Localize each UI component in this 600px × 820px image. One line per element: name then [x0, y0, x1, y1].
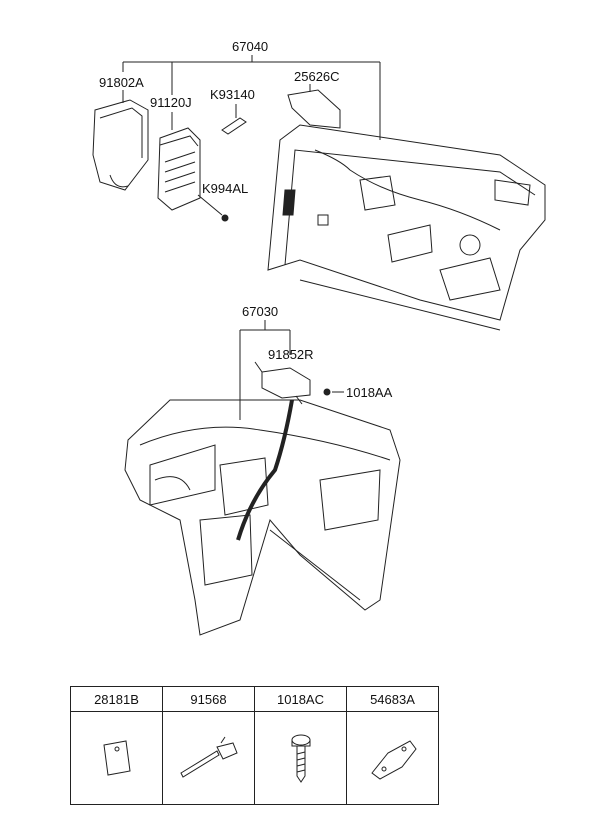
legend-cell-28181B	[70, 711, 163, 805]
callout-1018AA: 1018AA	[346, 385, 393, 400]
cable-tie-clip-icon	[179, 736, 238, 778]
callout-25626C: 25626C	[294, 69, 340, 84]
instrument-panel-icon	[124, 399, 401, 636]
cover-91802A-icon	[92, 90, 149, 191]
callout-91802A: 91802A	[99, 75, 144, 90]
junction-box-91120J-icon	[157, 112, 229, 222]
connector-K93140-icon	[221, 104, 247, 135]
bracket-25626C-icon	[287, 84, 341, 129]
dash-panel-assembly-icon	[267, 124, 546, 331]
callout-K93140: K93140	[210, 87, 255, 102]
leader-lines-top	[122, 55, 381, 140]
module-91852R-icon	[254, 361, 331, 405]
parts-legend-table: 28181B 91568 1018AC 54683A	[70, 686, 439, 805]
bolt-icon	[291, 734, 310, 783]
legend-cell-54683A	[346, 711, 439, 805]
legend-cell-91568	[162, 711, 255, 805]
legend-code-54683A: 54683A	[346, 686, 439, 712]
callout-67040: 67040	[232, 39, 269, 54]
callout-67030: 67030	[242, 304, 279, 319]
legend-code-1018AC: 1018AC	[254, 686, 347, 712]
callout-91852R: 91852R	[268, 347, 314, 362]
leader-lines-dash	[239, 320, 344, 420]
legend-cell-1018AC	[254, 711, 347, 805]
grommet-plate-icon	[102, 740, 131, 776]
callout-91120J: 91120J	[150, 95, 192, 110]
legend-code-91568: 91568	[162, 686, 255, 712]
callout-K994AL: K994AL	[202, 181, 249, 196]
bracket-icon	[370, 740, 417, 780]
legend-code-28181B: 28181B	[70, 686, 163, 712]
